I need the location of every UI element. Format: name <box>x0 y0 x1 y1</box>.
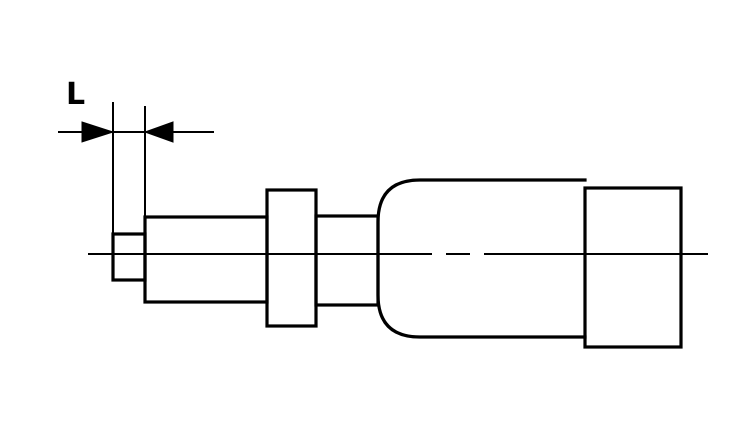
shaft-neck <box>314 214 380 307</box>
arrowhead-right <box>143 121 174 143</box>
shaft-section-1 <box>143 215 269 304</box>
shaft-body <box>376 178 587 339</box>
dimension-label-L: L <box>66 77 85 112</box>
shaft-tip <box>111 232 147 282</box>
shaft-collar <box>265 188 318 328</box>
shaft-end-block <box>583 186 683 349</box>
arrowhead-left <box>81 121 115 143</box>
